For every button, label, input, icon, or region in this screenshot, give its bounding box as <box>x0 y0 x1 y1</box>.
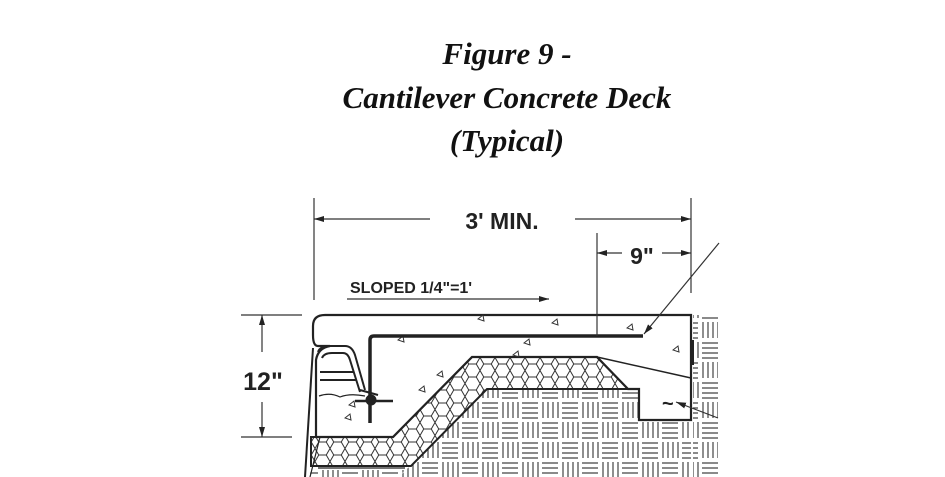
rebar-leader <box>643 242 720 335</box>
concrete-deck <box>311 313 693 439</box>
soil-hatch <box>309 315 718 477</box>
figure-title-line1: Figure 9 - <box>442 36 572 71</box>
deck-underside-line <box>596 356 692 379</box>
slope-note: SLOPED 1/4"=1' <box>350 280 472 297</box>
dimension-3ft-label: 3' MIN. <box>465 208 538 234</box>
rebar <box>355 334 643 423</box>
dimension-9in-label: 9" <box>630 243 654 269</box>
figure-title-line2: Cantilever Concrete Deck <box>342 80 672 115</box>
pool-wall <box>304 345 405 477</box>
joint-leader <box>675 401 719 419</box>
dimension-9in <box>596 233 691 336</box>
dimension-12in <box>241 314 302 438</box>
figure-title-line3: (Typical) <box>449 123 565 158</box>
aggregate-marks <box>343 314 680 421</box>
dimension-12in-label: 12" <box>243 368 283 396</box>
joint-mark: ~ <box>662 393 674 415</box>
